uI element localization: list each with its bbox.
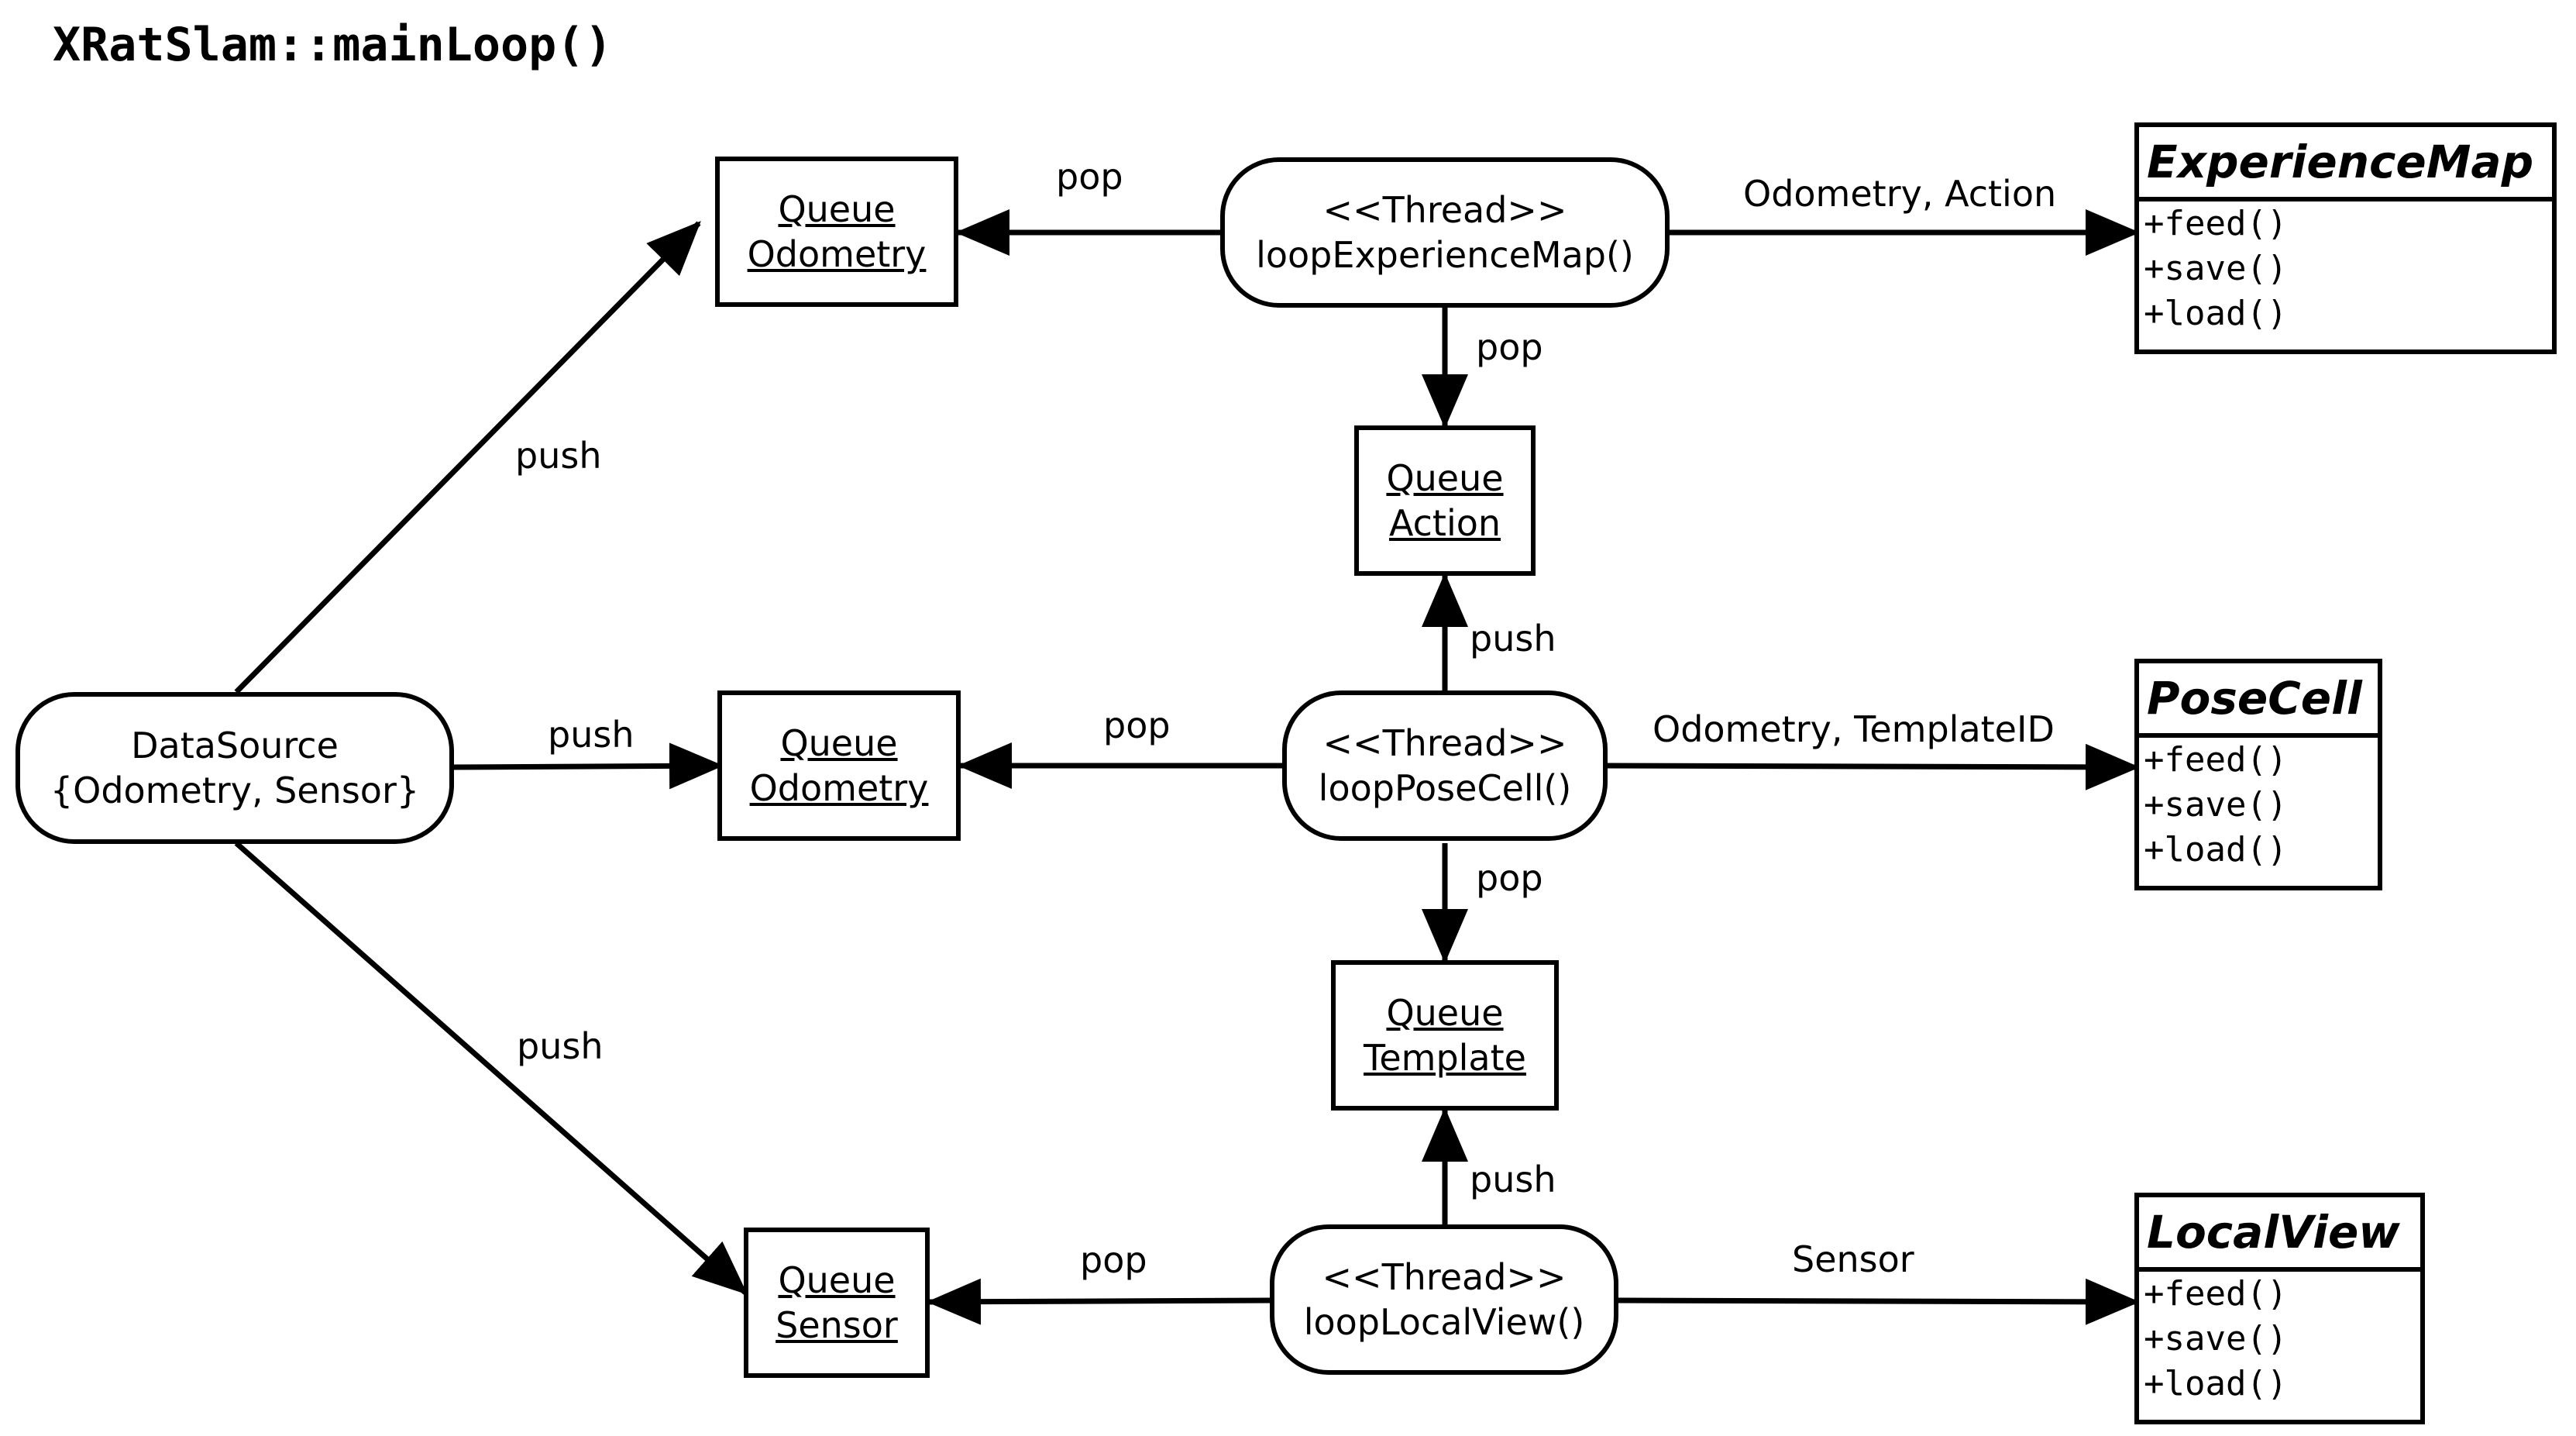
label-to-experience-map: Odometry, Action [1743,173,2057,215]
label-pop-top: pop [1056,156,1123,198]
edge-thread-lv-to-local-view [1615,1278,2140,1325]
thread-em-name: loopExperienceMap() [1256,234,1634,276]
thread-loop-local-view: <<Thread>> loopLocalView() [1270,1224,1618,1375]
class-experience-map-method: +save() [2144,249,2288,288]
thread-lv-name: loopLocalView() [1303,1301,1585,1343]
class-experience-map: ExperienceMap +feed() +save() +load() [2134,122,2557,354]
queue-odometry-top: Queue Odometry [715,157,958,307]
edge-thread-lv-to-queue-sensor [927,1278,1275,1325]
queue-sensor-line2: Sensor [776,1304,898,1346]
edge-thread-pc-to-pose-cell [1604,743,2140,790]
queue-template: Queue Template [1331,960,1559,1111]
label-push-template: push [1470,1159,1556,1200]
queue-odometry-top-line2: Odometry [747,233,927,275]
datasource-types: {Odometry, Sensor} [50,770,420,811]
class-experience-map-method: +feed() [2144,204,2288,243]
thread-loop-experience-map: <<Thread>> loopExperienceMap() [1220,157,1670,308]
datasource-name: DataSource [131,725,339,766]
thread-pc-stereotype: <<Thread>> [1322,722,1567,764]
edge-datasource-to-queue-odometry-top [234,221,701,694]
queue-sensor: Queue Sensor [744,1228,930,1378]
queue-odometry-top-line1: Queue [778,188,896,230]
label-pop-bottom: pop [1080,1239,1147,1281]
thread-pc-name: loopPoseCell() [1318,767,1572,809]
queue-template-line1: Queue [1386,992,1504,1034]
label-push-action: push [1470,618,1556,659]
label-pop-template: pop [1476,857,1543,899]
queue-odometry-mid-line2: Odometry [749,767,929,809]
queue-sensor-line1: Queue [778,1259,896,1301]
class-experience-map-name: ExperienceMap [2139,127,2552,201]
class-pose-cell-name: PoseCell [2139,663,2378,738]
edge-datasource-to-queue-sensor [234,841,748,1295]
datasource-node: DataSource {Odometry, Sensor} [15,692,454,844]
queue-odometry-mid: Queue Odometry [717,690,961,841]
queue-action-line2: Action [1388,502,1501,544]
diagram-title: XRatSlam::mainLoop() [53,18,613,72]
class-local-view-method: +save() [2144,1319,2288,1359]
label-push-bottom: push [517,1025,604,1067]
queue-odometry-mid-line1: Queue [780,722,898,764]
class-pose-cell: PoseCell +feed() +save() +load() [2134,659,2382,890]
label-to-pose-cell: Odometry, TemplateID [1653,708,2055,750]
thread-loop-pose-cell: <<Thread>> loopPoseCell() [1282,690,1608,841]
label-push-mid: push [548,714,635,756]
label-pop-action: pop [1476,326,1543,368]
label-pop-mid: pop [1103,704,1171,746]
label-to-local-view: Sensor [1792,1238,1914,1280]
thread-lv-stereotype: <<Thread>> [1322,1256,1567,1298]
queue-template-line2: Template [1364,1037,1526,1079]
thread-em-stereotype: <<Thread>> [1322,189,1567,231]
queue-action: Queue Action [1354,425,1536,576]
class-local-view-method: +feed() [2144,1274,2288,1314]
class-pose-cell-method: +load() [2144,830,2288,870]
edge-datasource-to-queue-odometry-mid [451,742,724,790]
class-local-view-method: +load() [2144,1364,2288,1403]
class-pose-cell-method: +feed() [2144,740,2288,780]
class-local-view: LocalView +feed() +save() +load() [2134,1193,2425,1424]
label-push-top: push [515,435,602,477]
class-experience-map-method: +load() [2144,294,2288,333]
class-pose-cell-method: +save() [2144,785,2288,825]
class-local-view-name: LocalView [2139,1197,2420,1272]
queue-action-line1: Queue [1386,457,1504,499]
